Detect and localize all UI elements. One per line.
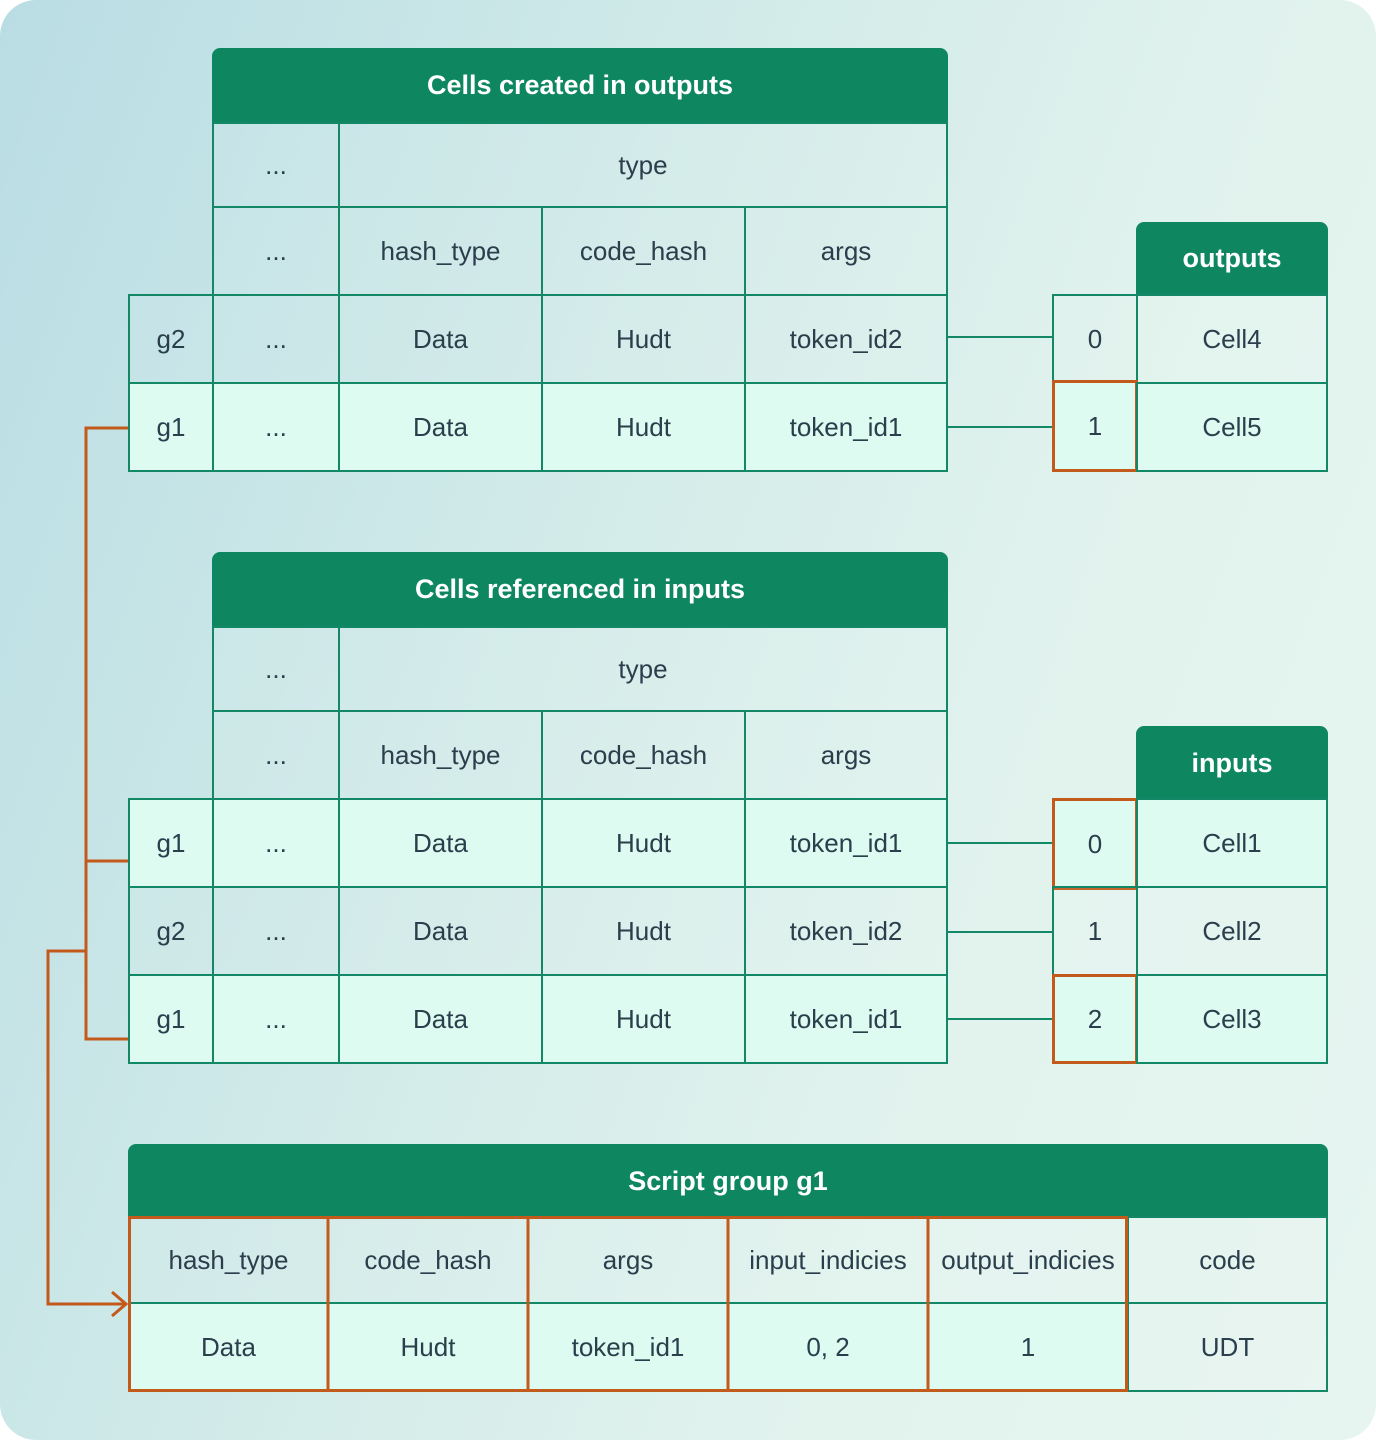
group-arrowhead [111,1290,129,1318]
outputs-list-index-1: 1 [1052,380,1138,472]
outputs-subcol-hash-type: hash_type [338,206,543,296]
script-group-value-output-indicies: 1 [927,1302,1129,1392]
outputs-subcol-dots: ... [212,206,340,296]
outputs-row1-hash-type: Data [338,294,543,384]
inputs-table-title: Cells referenced in inputs [212,552,948,626]
group-bracket-g1 [84,426,128,1041]
outputs-col-dots: ... [212,122,340,208]
script-group-header-hash-type: hash_type [128,1216,329,1304]
script-group-title: Script group g1 [128,1144,1328,1218]
inputs-subcol-args: args [744,710,948,800]
outputs-row2-hash-type: Data [338,382,543,472]
inputs-subcol-hash-type: hash_type [338,710,543,800]
inputs-row3-args: token_id1 [744,974,948,1064]
inputs-list-index-1: 1 [1052,886,1138,976]
script-group-header-output-indicies: output_indicies [927,1216,1129,1304]
script-group-header-input-indicies: input_indicies [727,1216,929,1304]
script-group-header-code: code [1127,1216,1328,1304]
outputs-row1-dots: ... [212,294,340,384]
outputs-row2-dots: ... [212,382,340,472]
inputs-list-title: inputs [1136,726,1328,800]
group-arrow-line [46,949,126,1306]
script-group-value-code: UDT [1127,1302,1328,1392]
inputs-subcol-code-hash: code_hash [541,710,746,800]
outputs-list-cell-0: Cell4 [1136,294,1328,384]
script-group-header-code-hash: code_hash [327,1216,529,1304]
script-group-value-hash-type: Data [128,1302,329,1392]
inputs-row1-args: token_id1 [744,798,948,888]
inputs-list-cell-0: Cell1 [1136,798,1328,888]
inputs-row1-code-hash: Hudt [541,798,746,888]
inputs-row3-hash-type: Data [338,974,543,1064]
outputs-row2-group: g1 [128,382,214,472]
inputs-row2-dots: ... [212,886,340,976]
script-group-value-input-indicies: 0, 2 [727,1302,929,1392]
outputs-col-type: type [338,122,948,208]
inputs-row1-hash-type: Data [338,798,543,888]
inputs-row2-group: g2 [128,886,214,976]
inputs-row2-args: token_id2 [744,886,948,976]
inputs-row1-dots: ... [212,798,340,888]
script-group-value-code-hash: Hudt [327,1302,529,1392]
script-group-header-args: args [527,1216,729,1304]
inputs-row3-code-hash: Hudt [541,974,746,1064]
inputs-list-index-0: 0 [1052,798,1138,890]
outputs-list-index-0: 0 [1052,294,1138,384]
outputs-subcol-code-hash: code_hash [541,206,746,296]
inputs-list-cell-2: Cell3 [1136,974,1328,1064]
inputs-row2-hash-type: Data [338,886,543,976]
inputs-row2-code-hash: Hudt [541,886,746,976]
outputs-list-cell-1: Cell5 [1136,382,1328,472]
script-group-value-args: token_id1 [527,1302,729,1392]
outputs-row1-args: token_id2 [744,294,948,384]
inputs-row1-group: g1 [128,798,214,888]
outputs-row1-code-hash: Hudt [541,294,746,384]
outputs-subcol-args: args [744,206,948,296]
outputs-list-title: outputs [1136,222,1328,294]
inputs-col-type: type [338,626,948,712]
inputs-col-dots: ... [212,626,340,712]
inputs-subcol-dots: ... [212,710,340,800]
inputs-row3-group: g1 [128,974,214,1064]
outputs-row1-group: g2 [128,294,214,384]
outputs-row2-args: token_id1 [744,382,948,472]
inputs-row3-dots: ... [212,974,340,1064]
inputs-list-index-2: 2 [1052,974,1138,1064]
outputs-table-title: Cells created in outputs [212,48,948,122]
inputs-list-cell-1: Cell2 [1136,886,1328,976]
outputs-row2-code-hash: Hudt [541,382,746,472]
